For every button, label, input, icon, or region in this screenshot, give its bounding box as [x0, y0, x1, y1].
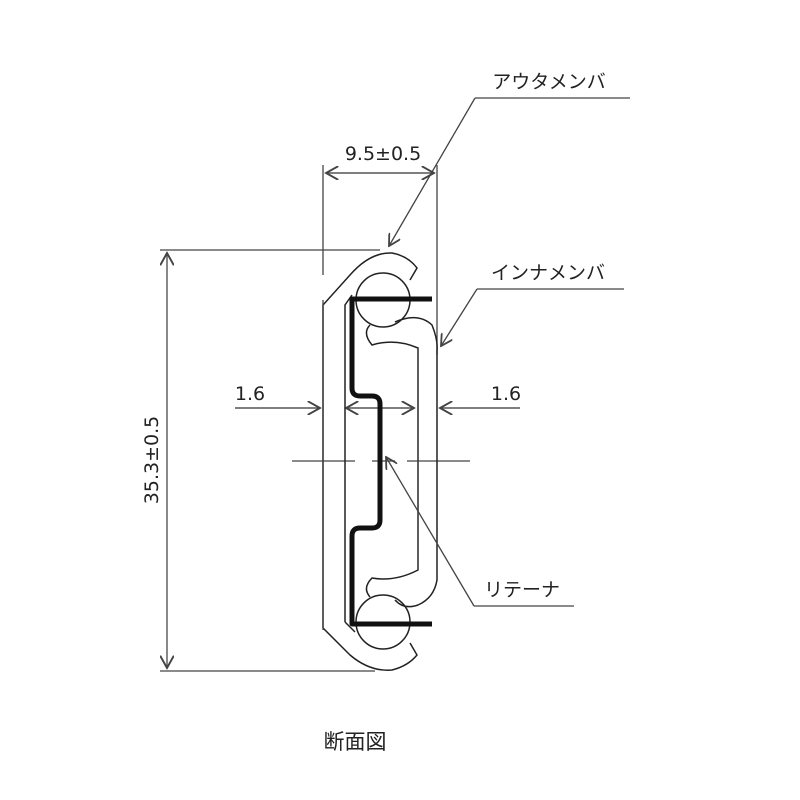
leader-outer-member: アウタメンバ: [389, 71, 630, 246]
width-dimension: 9.5±0.5: [326, 143, 434, 173]
thickness-dimension-right: 1.6: [380, 383, 521, 408]
height-dimension-label: 35.3±0.5: [141, 416, 163, 504]
extension-lines: [160, 165, 438, 672]
leader-retainer: リテーナ: [386, 457, 574, 607]
inner-member-label: インナメンバ: [491, 262, 605, 284]
height-dimension: 35.3±0.5: [141, 253, 167, 668]
diagram-caption: 断面図: [324, 730, 387, 754]
leader-inner-member: インナメンバ: [441, 262, 624, 346]
thickness-dimension-left: 1.6: [235, 383, 378, 408]
width-dimension-label: 9.5±0.5: [345, 143, 421, 165]
retainer-profile: [349, 296, 432, 627]
retainer-label: リテーナ: [484, 579, 560, 601]
outer-member-label: アウタメンバ: [492, 71, 605, 93]
thickness-left-label: 1.6: [235, 383, 265, 405]
inner-member-profile: [365, 316, 438, 608]
thickness-right-label: 1.6: [491, 383, 521, 405]
